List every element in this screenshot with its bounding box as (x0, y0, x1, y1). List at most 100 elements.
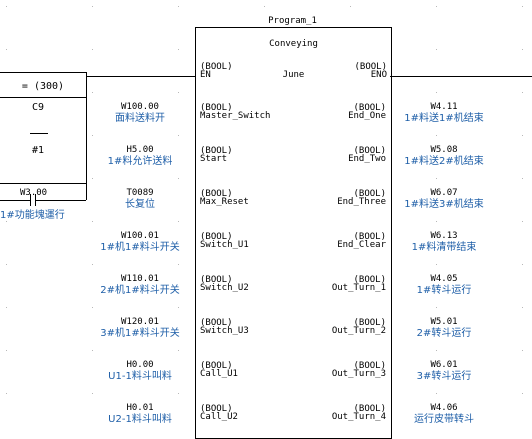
grid-dot (92, 178, 93, 179)
output-address: W4.05 (430, 274, 458, 284)
output-address: W4.11 (430, 102, 458, 112)
input-comment: U2-1料斗叫料 (108, 414, 172, 425)
output-type: (BOOL) (353, 189, 386, 199)
fb-en-type: (BOOL) (200, 62, 233, 72)
input-param: Max_Reset (200, 197, 249, 207)
grid-dot (522, 135, 523, 136)
output-param: End_Three (337, 197, 386, 207)
input-type: (BOOL) (200, 318, 233, 328)
grid-dot (178, 264, 179, 265)
output-type: (BOOL) (353, 232, 386, 242)
input-address: H5.00 (126, 145, 154, 155)
output-comment: 运行皮带转斗 (414, 414, 474, 425)
grid-dot (6, 6, 7, 7)
output-param: Out_Turn_1 (331, 283, 386, 293)
function-block-conveying[interactable]: Conveying (BOOL) EN June (BOOL) ENO (195, 27, 392, 439)
grid-dot (522, 92, 523, 93)
output-type: (BOOL) (353, 361, 386, 371)
input-comment: 1#料允许送料 (107, 156, 173, 167)
input-comment: 长复位 (125, 199, 155, 210)
grid-dot (92, 264, 93, 265)
input-type: (BOOL) (200, 275, 233, 285)
output-param: Out_Turn_3 (331, 369, 386, 379)
contact-wire-right (35, 200, 86, 201)
grid-dot (178, 92, 179, 93)
grid-dot (436, 264, 437, 265)
fb-eno-type: (BOOL) (354, 62, 387, 72)
input-comment: 1#机1#料斗开关 (100, 242, 180, 253)
input-address: W110.01 (121, 274, 159, 284)
contact-wire-left (0, 200, 30, 201)
fb-comment: June (282, 70, 305, 80)
input-param: Switch_U3 (200, 326, 249, 336)
input-type: (BOOL) (200, 189, 233, 199)
output-type: (BOOL) (353, 404, 386, 414)
output-address: W5.08 (430, 145, 458, 155)
grid-dot (92, 350, 93, 351)
grid-dot (178, 393, 179, 394)
grid-dot (6, 350, 7, 351)
compare-instruction[interactable]: = (300) C9 #1 (0, 72, 87, 184)
compare-constant: #1 (31, 145, 45, 156)
output-comment: 1#料送3#机结束 (404, 199, 484, 210)
output-comment: 1#料送1#机结束 (404, 113, 484, 124)
input-comment: 面料送料开 (115, 113, 165, 124)
output-param: Out_Turn_2 (331, 326, 386, 336)
output-param: End_One (348, 111, 386, 121)
grid-dot (436, 393, 437, 394)
compare-operand: C9 (31, 102, 45, 113)
grid-dot (436, 135, 437, 136)
grid-dot (522, 307, 523, 308)
output-address: W4.06 (430, 403, 458, 413)
grid-dot (436, 49, 437, 50)
output-param: End_Two (348, 154, 386, 164)
compare-operand-line (30, 133, 48, 134)
grid-dot (522, 178, 523, 179)
input-address: H0.00 (126, 360, 154, 370)
output-address: W6.13 (430, 231, 458, 241)
output-type: (BOOL) (353, 318, 386, 328)
input-param: Call_U1 (200, 369, 238, 379)
grid-dot (92, 307, 93, 308)
grid-dot (264, 6, 265, 7)
grid-dot (6, 307, 7, 308)
input-type: (BOOL) (200, 103, 233, 113)
grid-dot (522, 350, 523, 351)
en-wire (86, 76, 195, 77)
grid-dot (92, 135, 93, 136)
output-type: (BOOL) (353, 275, 386, 285)
input-param: Call_U2 (200, 412, 238, 422)
grid-dot (522, 221, 523, 222)
grid-dot (350, 6, 351, 7)
output-param: Out_Turn_4 (331, 412, 386, 422)
input-param: Switch_U1 (200, 240, 249, 250)
grid-dot (92, 49, 93, 50)
output-comment: 1#料清带结束 (411, 242, 477, 253)
contact-comment: 1#功能塊運行 (0, 210, 65, 221)
contact-address: W3.00 (20, 188, 48, 198)
output-comment: 1#转斗运行 (416, 285, 472, 296)
grid-dot (436, 178, 437, 179)
input-comment: 2#机1#料斗开关 (100, 285, 180, 296)
input-address: W100.01 (121, 231, 159, 241)
compare-expression: = (300) (21, 81, 65, 92)
fb-en-label: EN (200, 70, 211, 80)
input-comment: U1-1料斗叫料 (108, 371, 172, 382)
input-param: Start (200, 154, 228, 164)
contact-left-bar (30, 194, 31, 206)
input-param: Master_Switch (200, 111, 271, 121)
output-comment: 1#料送2#机结束 (404, 156, 484, 167)
grid-dot (178, 6, 179, 7)
grid-dot (92, 6, 93, 7)
grid-dot (6, 49, 7, 50)
grid-dot (178, 135, 179, 136)
input-address: T0089 (126, 188, 154, 198)
fb-instance-name: Program_1 (268, 16, 317, 26)
grid-dot (522, 393, 523, 394)
grid-dot (92, 393, 93, 394)
output-type: (BOOL) (353, 146, 386, 156)
input-type: (BOOL) (200, 232, 233, 242)
fb-type-name: Conveying (269, 39, 318, 49)
input-type: (BOOL) (200, 146, 233, 156)
rung-vertical-link (86, 76, 87, 200)
